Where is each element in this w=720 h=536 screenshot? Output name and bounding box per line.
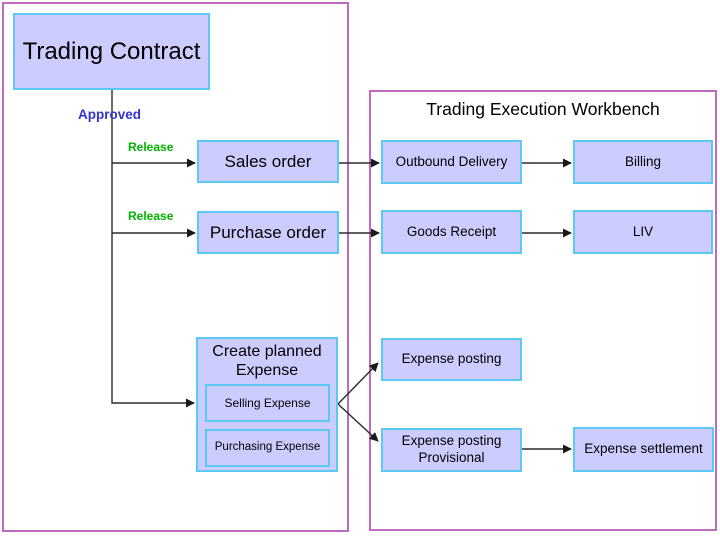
expense-settlement-node: Expense settlement [573, 427, 714, 472]
approved-label: Approved [78, 107, 142, 122]
sales-order-node: Sales order [197, 140, 339, 183]
create-planned-expense-node: Create planned Expense Selling Expense P… [196, 337, 338, 472]
purchase-order-node: Purchase order [197, 211, 339, 254]
goods-receipt-node: Goods Receipt [381, 210, 522, 254]
expense-posting-provisional-node: Expense posting Provisional [381, 428, 522, 472]
trading-contract-node: Trading Contract [13, 13, 210, 90]
expense-posting-node: Expense posting [381, 338, 522, 381]
billing-node: Billing [573, 140, 713, 184]
release-sales-label: Release [128, 140, 174, 154]
liv-node: LIV [573, 210, 713, 254]
release-purchase-label: Release [128, 209, 174, 223]
create-planned-expense-title: Create planned Expense [212, 343, 322, 380]
outbound-delivery-node: Outbound Delivery [381, 140, 522, 184]
execution-workbench-title: Trading Execution Workbench [426, 99, 660, 119]
purchasing-expense-node: Purchasing Expense [205, 429, 330, 467]
selling-expense-node: Selling Expense [205, 384, 330, 422]
